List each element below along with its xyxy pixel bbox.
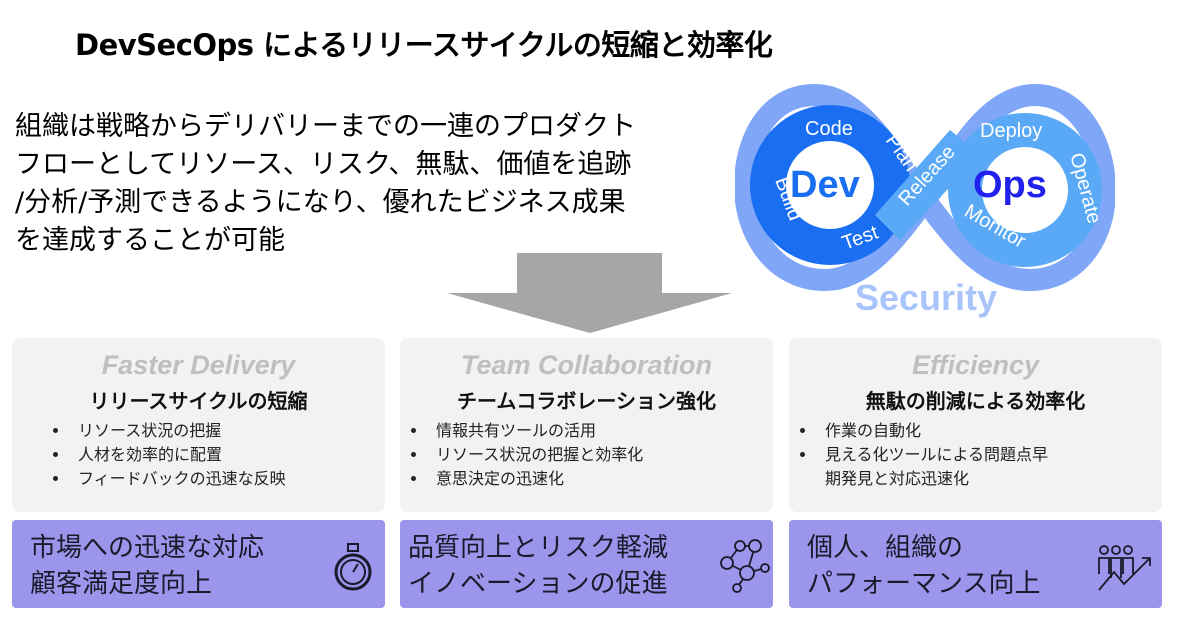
card-en-title: Team Collaboration bbox=[460, 350, 713, 380]
slide-title: DevSecOps によるリリースサイクルの短縮と効率化 bbox=[75, 28, 773, 62]
intro-line: フローとしてリソース、リスク、無駄、価値を追跡 bbox=[15, 149, 632, 180]
outcome-line: 顧客満足度向上 bbox=[30, 569, 213, 599]
outcome-line: イノベーションの促進 bbox=[408, 569, 668, 599]
bullet-continuation: 期発見と対応迅速化 bbox=[825, 469, 970, 488]
down-arrow bbox=[447, 253, 732, 333]
dev-ring bbox=[750, 105, 910, 265]
intro-line: /分析/予測できるようになり、優れたビジネス成果 bbox=[15, 187, 626, 218]
people-growth-icon bbox=[1098, 545, 1151, 591]
outcome-line: 個人、組織の bbox=[807, 533, 964, 563]
card-team-collaboration: Team Collaboration チームコラボレーション強化 情報共有ツール… bbox=[400, 338, 773, 512]
card-faster-delivery: Faster Delivery リリースサイクルの短縮 リソース状況の把握 人材… bbox=[12, 338, 385, 512]
bullet: 情報共有ツールの活用 bbox=[428, 419, 773, 443]
bullet: 意思決定の迅速化 bbox=[428, 467, 773, 491]
outcome-line: パフォーマンス向上 bbox=[807, 569, 1041, 599]
outcome-box: 市場への迅速な対応顧客満足度向上 bbox=[12, 520, 385, 608]
outcome-line: 市場への迅速な対応 bbox=[30, 533, 265, 563]
bullet: 見える化ツールによる問題点早 bbox=[817, 443, 1162, 467]
card-bullets: 情報共有ツールの活用 リソース状況の把握と効率化 意思決定の迅速化 bbox=[400, 419, 773, 491]
bullet: 作業の自動化 bbox=[817, 419, 1162, 443]
dev-label: Dev bbox=[790, 164, 860, 206]
intro-line: 組織は戦略からデリバリーまでの一連のプロダクト bbox=[15, 111, 636, 142]
outcome-text: 個人、組織のパフォーマンス向上 bbox=[807, 530, 1040, 602]
outcome-text: 品質向上とリスク軽減イノベーションの促進 bbox=[408, 530, 668, 602]
bullet: フィードバックの迅速な反映 bbox=[70, 467, 385, 491]
stopwatch-icon bbox=[334, 543, 372, 591]
release-band bbox=[875, 130, 980, 240]
devsecops-infinity-diagram: Code Plan Build Test Release Deploy Oper… bbox=[735, 83, 1115, 318]
stage-code: Code bbox=[805, 118, 853, 140]
security-label: Security bbox=[855, 277, 997, 318]
bullet: リソース状況の把握 bbox=[70, 419, 385, 443]
outcome-line: 品質向上とリスク軽減 bbox=[408, 533, 669, 563]
outcome-text: 市場への迅速な対応顧客満足度向上 bbox=[30, 530, 264, 602]
intro-text: 組織は戦略からデリバリーまでの一連のプロダクト フローとしてリソース、リスク、無… bbox=[15, 108, 725, 260]
stage-deploy: Deploy bbox=[980, 120, 1042, 142]
bullet: 人材を効率的に配置 bbox=[70, 443, 385, 467]
card-jp-title: リリースサイクルの短縮 bbox=[89, 389, 308, 413]
outcome-box: 個人、組織のパフォーマンス向上 bbox=[789, 520, 1162, 608]
card-bullets: 作業の自動化 見える化ツールによる問題点早 期発見と対応迅速化 bbox=[789, 419, 1162, 491]
ops-ring bbox=[948, 113, 1102, 267]
card-en-title: Efficiency bbox=[911, 350, 1040, 380]
card-jp-title: 無駄の削減による効率化 bbox=[865, 389, 1086, 413]
card-en-title: Faster Delivery bbox=[101, 350, 296, 380]
outcome-box: 品質向上とリスク軽減イノベーションの促進 bbox=[400, 520, 773, 608]
card-bullets: リソース状況の把握 人材を効率的に配置 フィードバックの迅速な反映 bbox=[12, 419, 385, 491]
bullet: リソース状況の把握と効率化 bbox=[428, 443, 773, 467]
network-icon bbox=[720, 539, 770, 593]
intro-line: を達成することが可能 bbox=[15, 225, 285, 256]
card-jp-title: チームコラボレーション強化 bbox=[457, 389, 716, 413]
ops-label: Ops bbox=[973, 164, 1047, 206]
card-efficiency: Efficiency 無駄の削減による効率化 作業の自動化 見える化ツールによる… bbox=[789, 338, 1162, 512]
